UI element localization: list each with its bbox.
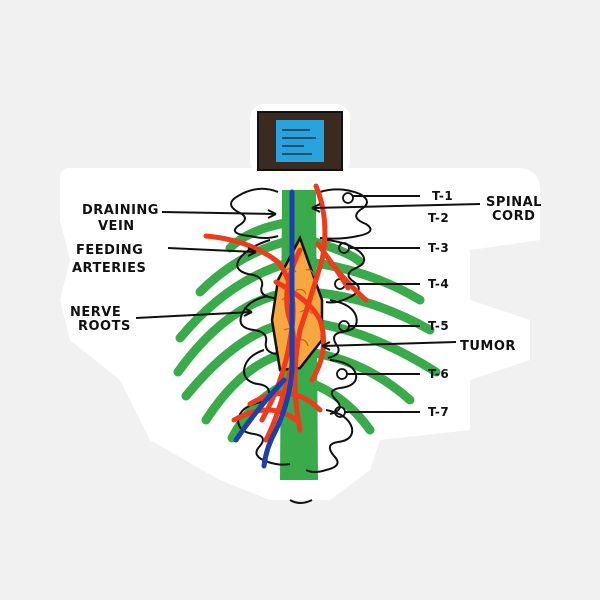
- label-nerve: NERVE: [70, 305, 121, 320]
- label-draining: DRAINING: [82, 203, 159, 218]
- label-vein: VEIN: [98, 219, 135, 234]
- label-t2: T-2: [428, 211, 449, 225]
- label-t7: T-7: [428, 405, 449, 419]
- label-t1: T-1: [432, 189, 453, 203]
- label-tumor: TUMOR: [460, 339, 516, 354]
- label-feeding: FEEDING: [76, 243, 143, 258]
- monitor-icon: [258, 112, 342, 170]
- label-t6: T-6: [428, 367, 449, 381]
- label-roots: ROOTS: [78, 319, 131, 334]
- label-cord: CORD: [492, 209, 535, 224]
- label-arteries: ARTERIES: [72, 261, 146, 276]
- label-spinal: SPINAL: [486, 195, 542, 210]
- label-t4: T-4: [428, 277, 449, 291]
- label-t3: T-3: [428, 241, 449, 255]
- label-t5: T-5: [428, 319, 449, 333]
